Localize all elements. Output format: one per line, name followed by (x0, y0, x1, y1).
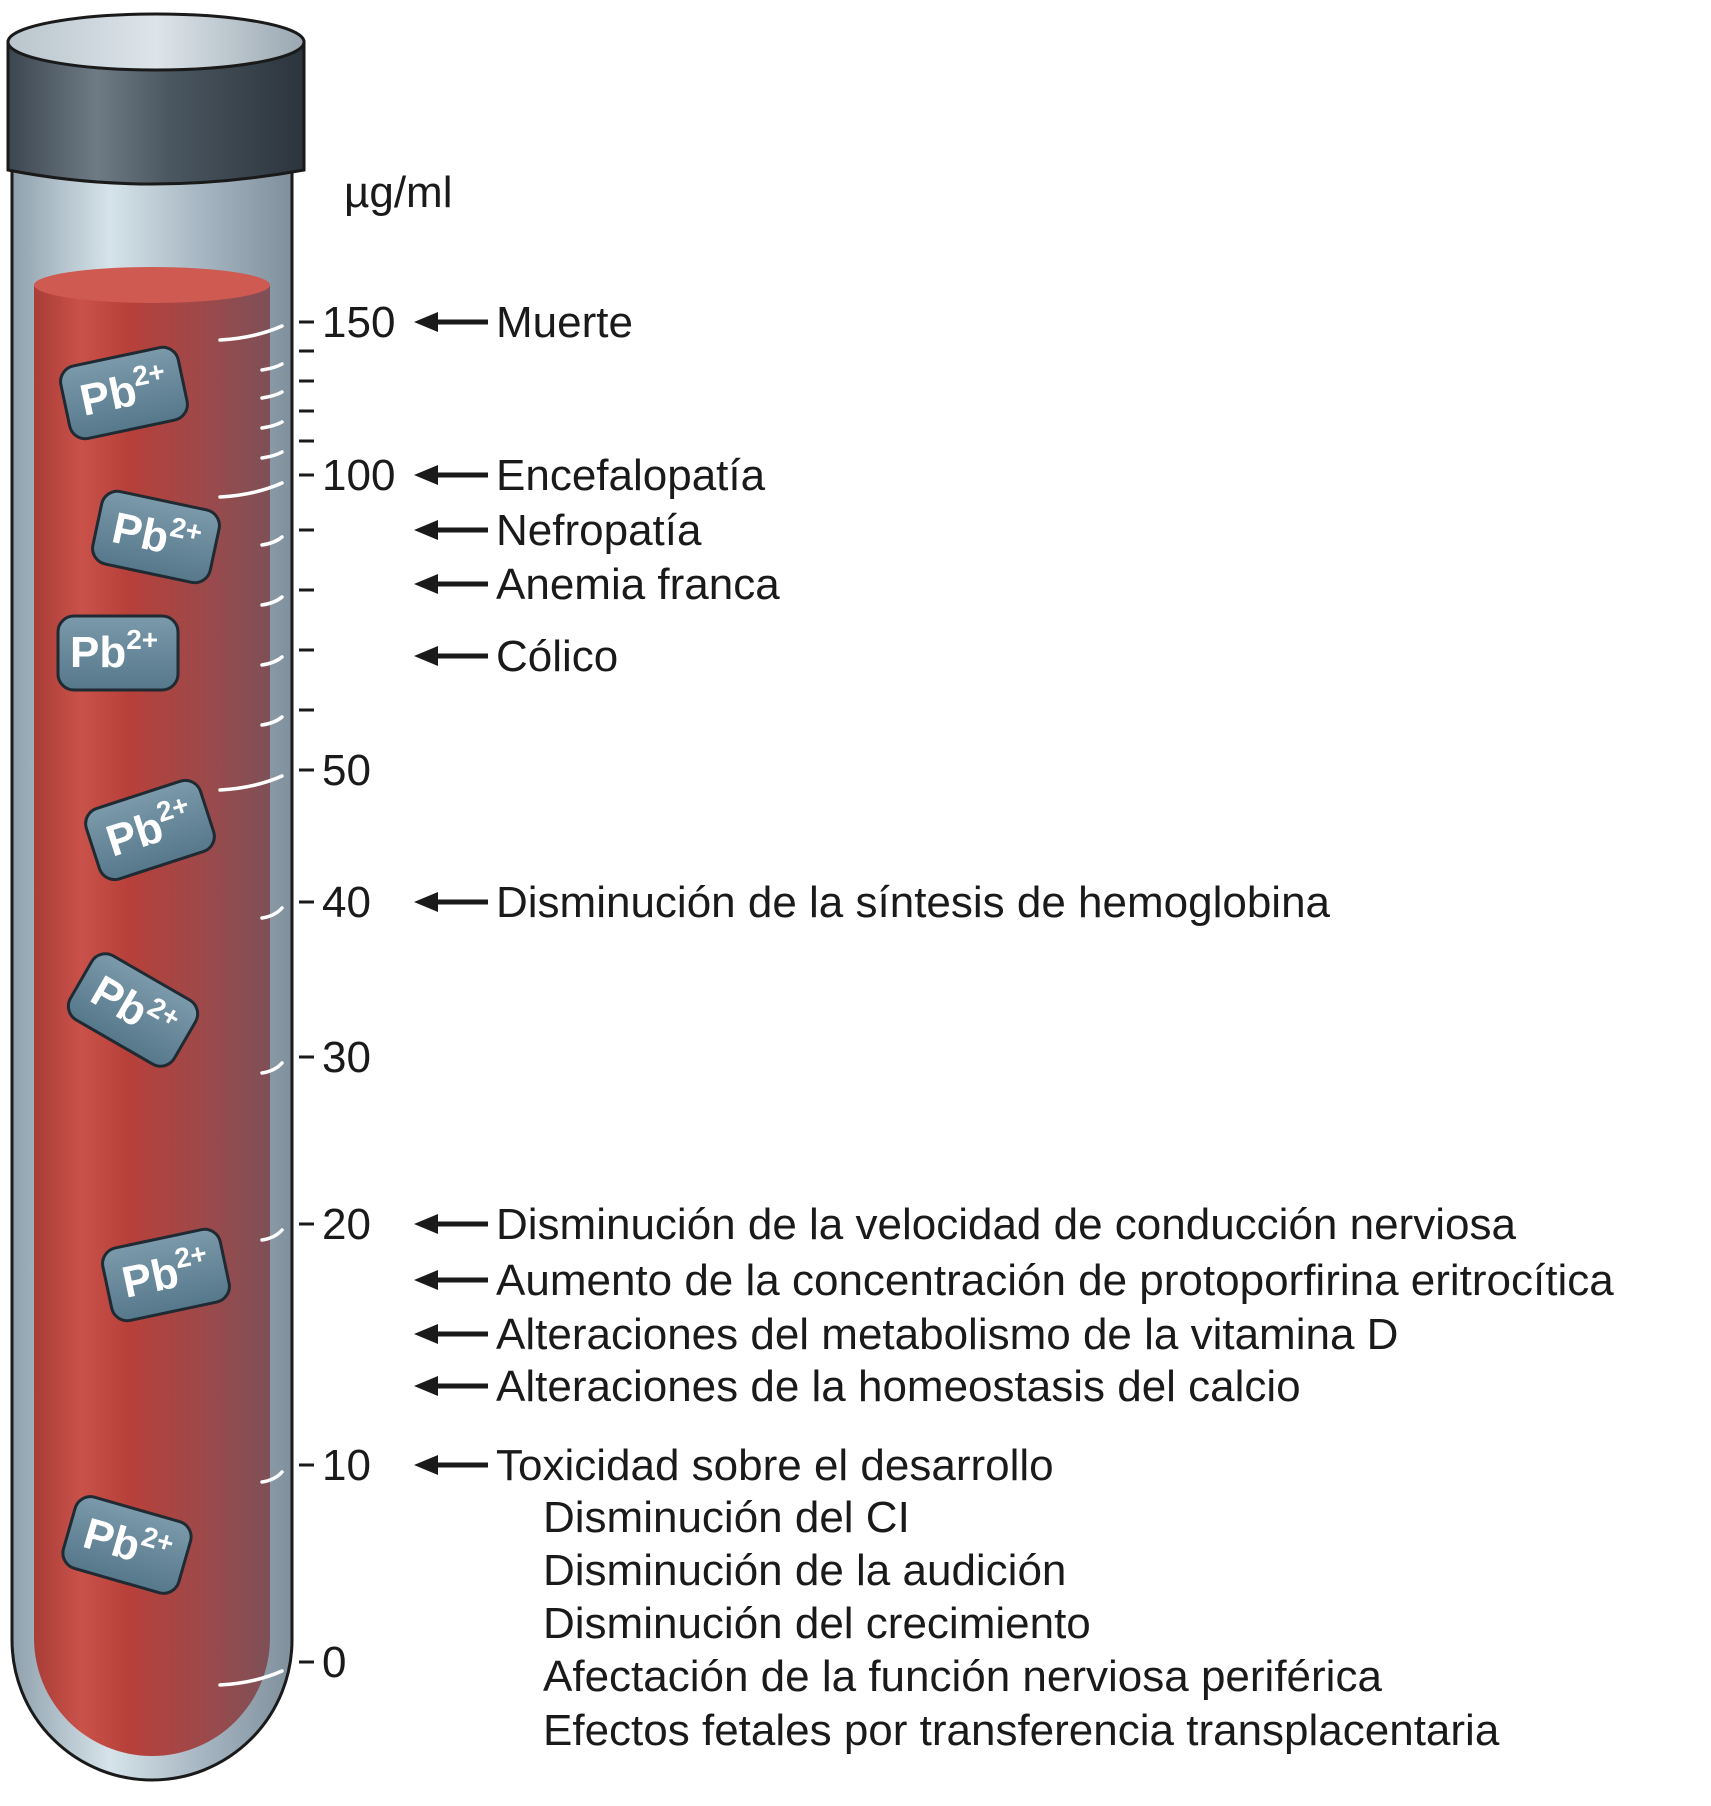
effect-label-muerte: Muerte (496, 298, 633, 347)
dev-effect-item: Disminución del CI (543, 1493, 910, 1542)
pb-ion-icon: Pb2+ (61, 1495, 193, 1595)
effect-labels: Muerte Encefalopatía Nefropatía Anemia f… (496, 298, 1614, 1490)
tube-mark (260, 390, 284, 400)
tube-mark (218, 324, 284, 342)
pb-ion-icon: Pb2+ (66, 952, 200, 1068)
tube-scale-marks (218, 324, 284, 1687)
tube-mark (260, 1228, 284, 1242)
axis-label-40: 40 (322, 878, 371, 927)
effect-label-encefalopatia: Encefalopatía (496, 451, 766, 500)
effect-label-nefropatia: Nefropatía (496, 506, 702, 555)
effect-label-vitamina-d: Alteraciones del metabolismo de la vitam… (496, 1310, 1398, 1359)
axis-labels: 150 100 50 40 30 20 10 0 (322, 298, 395, 1687)
arrow-icon (414, 520, 488, 540)
dev-effect-item: Efectos fetales por transferencia transp… (543, 1706, 1500, 1755)
tube-mark (260, 906, 284, 920)
test-tube-cap (6, 40, 306, 186)
arrow-icon (414, 1214, 488, 1234)
pb-ion-icon: Pb2+ (59, 345, 189, 441)
effect-label-anemia: Anemia franca (496, 560, 780, 609)
tube-mark (260, 362, 284, 372)
effect-label-desarrollo: Toxicidad sobre el desarrollo (496, 1441, 1054, 1490)
tube-mark (260, 420, 284, 430)
arrow-icon (414, 574, 488, 594)
test-tube-cap-top (6, 12, 306, 72)
axis-label-50: 50 (322, 746, 371, 795)
axis-label-10: 10 (322, 1441, 371, 1490)
tube-mark (218, 481, 284, 499)
tube-mark (260, 1061, 284, 1075)
arrows (414, 312, 488, 1475)
arrow-icon (414, 1455, 488, 1475)
svg-text:Pb2+: Pb2+ (75, 355, 172, 425)
blood-surface (34, 267, 270, 303)
tube-mark (218, 774, 284, 792)
lead-ions: Pb2+ Pb2+ Pb2+ Pb2+ Pb2+ Pb2+ Pb2+ (56, 345, 231, 1595)
axis-label-30: 30 (322, 1033, 371, 1082)
arrow-icon (414, 1270, 488, 1290)
unit-label: µg/ml (344, 168, 452, 217)
effect-label-calcio: Alteraciones de la homeostasis del calci… (496, 1362, 1301, 1411)
arrow-icon (414, 892, 488, 912)
pb-ion-icon: Pb2+ (91, 489, 221, 585)
arrow-icon (414, 1376, 488, 1396)
axis-label-150: 150 (322, 298, 395, 347)
axis-label-0: 0 (322, 1638, 346, 1687)
tube-mark (260, 595, 284, 607)
effect-label-hemoglobina: Disminución de la síntesis de hemoglobin… (496, 878, 1331, 927)
axis-label-100: 100 (322, 451, 395, 500)
tube-mark (260, 655, 284, 667)
dev-effect-item: Disminución de la audición (543, 1546, 1066, 1595)
tube-mark (218, 1669, 284, 1687)
tube-mark (260, 715, 284, 727)
developmental-effects-list: Disminución del CI Disminución de la aud… (543, 1493, 1500, 1755)
arrow-icon (414, 312, 488, 332)
arrow-icon (414, 465, 488, 485)
dev-effect-item: Disminución del crecimiento (543, 1599, 1091, 1648)
svg-text:Pb2+: Pb2+ (70, 624, 158, 677)
tube-mark (260, 1470, 284, 1484)
svg-text:Pb2+: Pb2+ (117, 1237, 214, 1307)
svg-text:Pb2+: Pb2+ (108, 499, 205, 569)
effect-label-conduccion: Disminución de la velocidad de conducció… (496, 1200, 1516, 1249)
axis-label-20: 20 (322, 1200, 371, 1249)
arrow-icon (414, 1324, 488, 1344)
pb-ion-icon: Pb2+ (101, 1227, 231, 1323)
effect-label-colico: Cólico (496, 632, 618, 681)
dev-effect-item: Afectación de la función nerviosa perifé… (543, 1652, 1382, 1701)
effect-label-protoporfirina: Aumento de la concentración de protoporf… (496, 1256, 1614, 1305)
arrow-icon (414, 646, 488, 666)
tube-mark (260, 535, 284, 547)
axis-ticks (299, 320, 314, 1664)
pb-ion-icon: Pb2+ (56, 614, 180, 692)
pb-ion-icon: Pb2+ (84, 778, 216, 882)
tube-mark (260, 450, 284, 460)
